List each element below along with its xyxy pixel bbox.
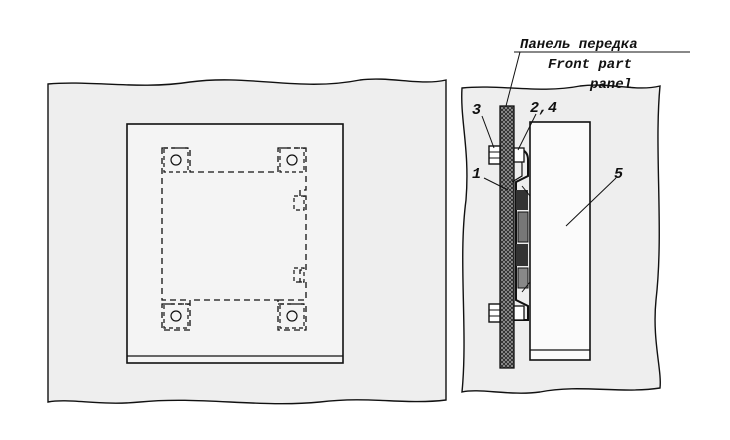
leader-24 (517, 113, 537, 151)
fastener-hole-top-left (163, 147, 189, 173)
leader-3 (481, 115, 495, 149)
hidden-tab-lower (293, 267, 305, 283)
caption-english-line1: Front part (548, 57, 632, 73)
callout-2-4: 2,4 (530, 100, 557, 117)
clamp-mechanism (516, 185, 531, 293)
leader-caption (505, 51, 521, 107)
leader-5 (565, 177, 617, 227)
caption-russian: Панель передка (520, 37, 638, 53)
callout-3: 3 (472, 102, 481, 119)
callout-5: 5 (614, 166, 623, 183)
hidden-tab-upper (293, 195, 305, 211)
fastener-bottom (488, 303, 525, 323)
component-5-block (529, 121, 591, 361)
fastener-hole-top-right (279, 147, 305, 173)
leader-1 (483, 177, 509, 191)
callout-1: 1 (472, 166, 481, 183)
front-view (47, 78, 447, 405)
section-view (461, 51, 690, 394)
fastener-hole-bottom-right (279, 303, 305, 329)
caption-english-line2: panel (589, 77, 632, 93)
fastener-hole-bottom-left (163, 303, 189, 329)
front-part-panel-section (499, 105, 515, 369)
mounting-plate (126, 123, 344, 364)
